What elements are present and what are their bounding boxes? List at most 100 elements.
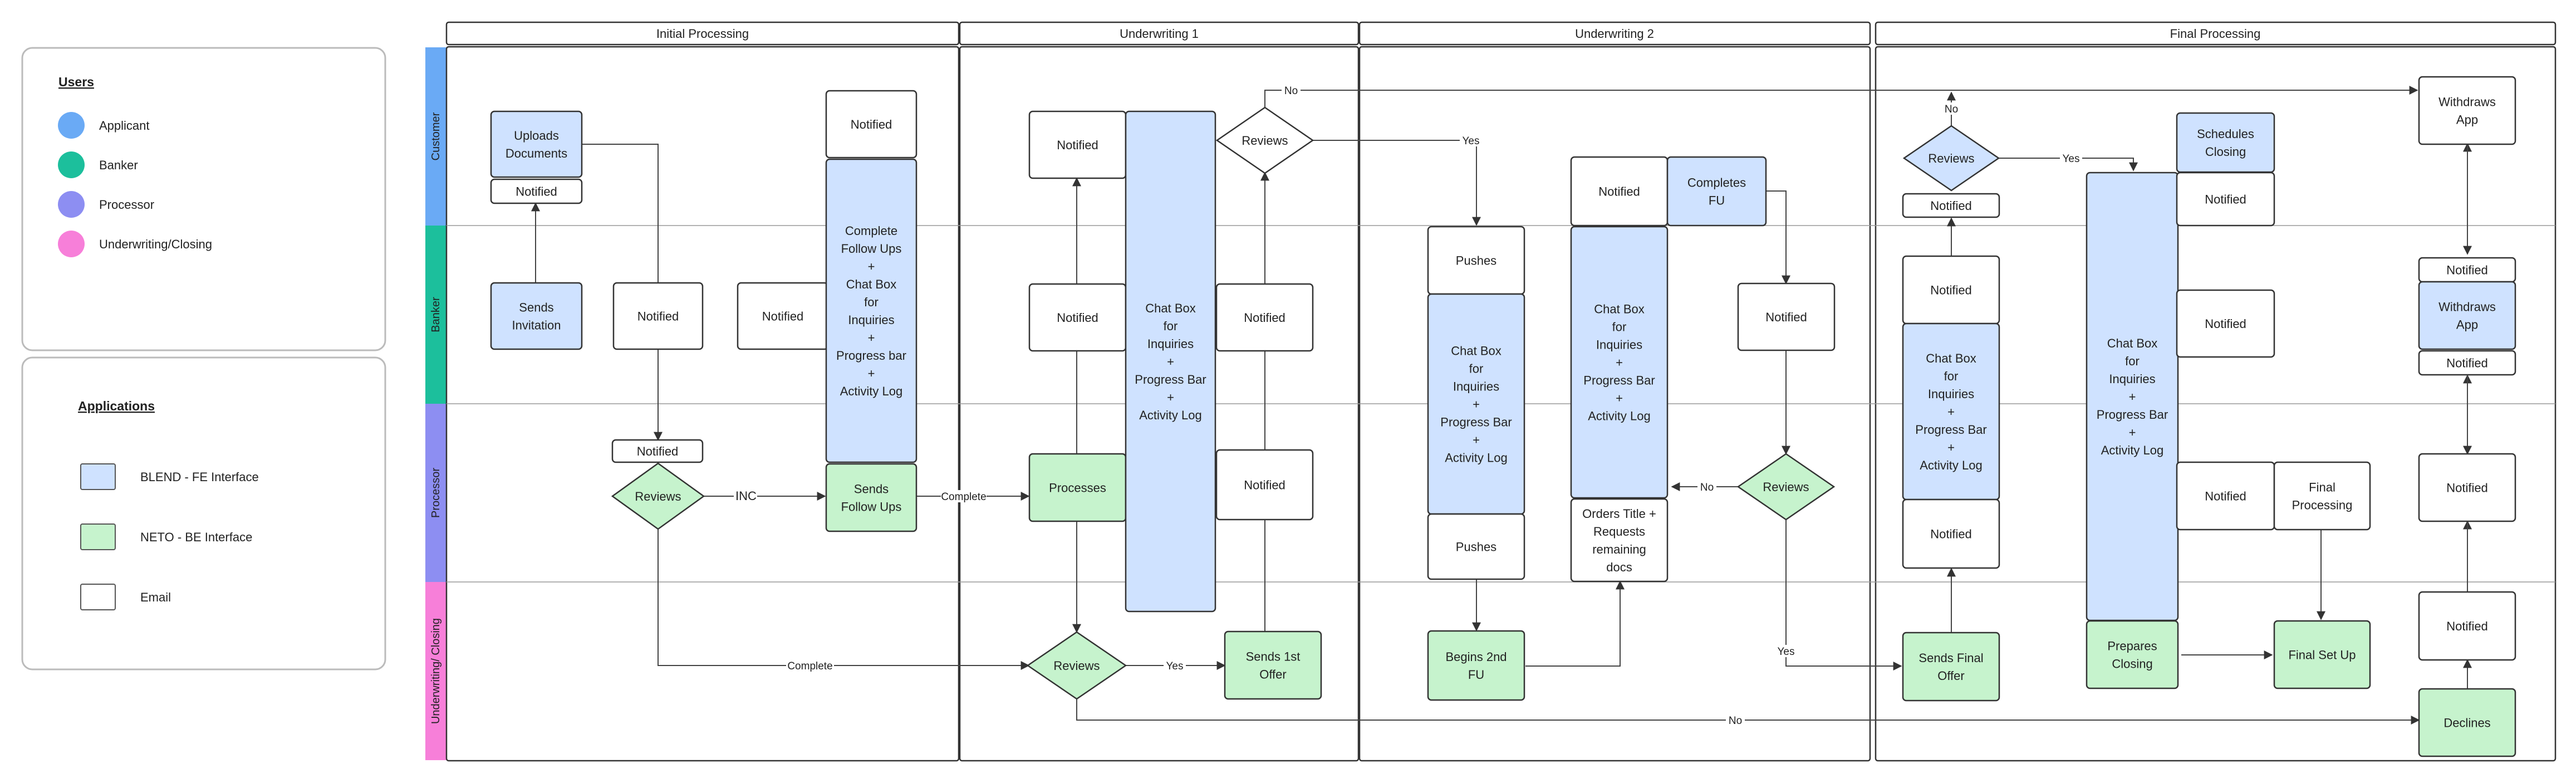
node-label: Notified bbox=[2205, 317, 2246, 331]
edge-label: No bbox=[1284, 85, 1298, 97]
phase-title: Underwriting 2 bbox=[1575, 27, 1654, 41]
edge bbox=[1525, 580, 1625, 667]
node-shape bbox=[2086, 620, 2179, 689]
node-label: Notified bbox=[1598, 185, 1640, 199]
final-set-up-node: Final Set Up bbox=[2273, 620, 2371, 689]
node-shape bbox=[1125, 110, 1216, 613]
node-label: Reviews bbox=[635, 490, 681, 503]
label-bg bbox=[1942, 102, 1961, 115]
applicant-swatch bbox=[58, 112, 85, 139]
label-bg bbox=[1697, 481, 1716, 493]
node-label: Reviews bbox=[1928, 151, 1974, 165]
node-label: Notified bbox=[637, 310, 679, 324]
legend-app-label: BLEND - FE Interface bbox=[140, 470, 259, 484]
edge-label: Yes bbox=[1778, 646, 1795, 658]
node-label: Notified bbox=[2446, 481, 2488, 495]
email-swatch bbox=[80, 584, 116, 610]
node-shape bbox=[825, 158, 917, 463]
legend-apps-title: Applications bbox=[78, 399, 155, 413]
lane-underwriting-bar bbox=[425, 582, 446, 760]
notified-node: Notified bbox=[1902, 498, 2000, 569]
phase-header bbox=[959, 21, 1360, 46]
node-shape bbox=[2418, 281, 2516, 350]
node-shape bbox=[1902, 632, 2000, 702]
processes-node: Processes bbox=[1028, 453, 1127, 522]
node-label: Notified bbox=[1244, 478, 1285, 492]
edge bbox=[1785, 520, 1902, 671]
lane-banker-bar bbox=[425, 226, 446, 404]
notified-node: Notified bbox=[1215, 449, 1314, 521]
node-label: Notified bbox=[1057, 311, 1098, 325]
node-shape bbox=[612, 282, 704, 350]
node-shape bbox=[1427, 513, 1525, 580]
node-label: Reviews bbox=[1053, 659, 1100, 673]
node-label: Notified bbox=[1057, 138, 1098, 152]
node-label: Notified bbox=[1244, 311, 1285, 325]
node-shape bbox=[2418, 76, 2516, 145]
label-bg bbox=[1282, 84, 1301, 96]
node-shape bbox=[490, 178, 583, 204]
pushes-node: Pushes bbox=[1427, 226, 1525, 295]
legend-app-label: Email bbox=[140, 590, 171, 604]
label-bg bbox=[1775, 645, 1797, 657]
notified-node: Notified bbox=[1902, 255, 2000, 325]
notified-node: Notified bbox=[1737, 282, 1836, 351]
node-label: Notified bbox=[2205, 490, 2246, 503]
edge bbox=[1766, 190, 1790, 285]
lane-label: Customer bbox=[430, 112, 442, 160]
phase-title: Underwriting 1 bbox=[1120, 27, 1199, 41]
edge-label: Yes bbox=[2063, 153, 2080, 165]
label-bg bbox=[734, 489, 757, 502]
node-label: Notified bbox=[637, 444, 679, 458]
edge-label: No bbox=[1700, 482, 1714, 493]
edge-label: Yes bbox=[1463, 135, 1480, 147]
label-bg bbox=[941, 490, 987, 502]
node-label: Reviews bbox=[1242, 134, 1288, 148]
legend-user-label: Applicant bbox=[99, 119, 150, 133]
node-shape bbox=[1570, 226, 1669, 499]
node-shape bbox=[1737, 282, 1836, 351]
legend-users-box bbox=[21, 47, 386, 351]
node-label: Notified bbox=[762, 310, 804, 324]
node-shape bbox=[1666, 156, 1767, 227]
node-shape bbox=[2176, 289, 2275, 358]
node-label: Notified bbox=[1930, 527, 1972, 541]
lane-label: Processor bbox=[430, 468, 442, 518]
phase-title: Initial Processing bbox=[656, 27, 749, 41]
edge bbox=[1264, 86, 2418, 107]
edge-label: No bbox=[1729, 715, 1742, 727]
legend-user-label: Banker bbox=[99, 158, 138, 172]
notified-node: Notified bbox=[2176, 461, 2275, 531]
edge bbox=[582, 144, 659, 282]
legend-user-label: Processor bbox=[99, 198, 154, 212]
notified-node: Notified bbox=[2418, 591, 2516, 661]
phase-header bbox=[1875, 21, 2557, 46]
notified-node: Notified bbox=[1028, 283, 1127, 352]
notified-node: Notified bbox=[1028, 110, 1127, 179]
node-label: Notified bbox=[2446, 356, 2488, 370]
node-shape bbox=[1215, 283, 1314, 352]
banker-swatch bbox=[58, 151, 85, 178]
edge-label: INC bbox=[735, 489, 757, 503]
label-bg bbox=[1460, 134, 1482, 146]
legend-users-title: Users bbox=[58, 75, 94, 89]
notified-node: Notified bbox=[737, 282, 829, 350]
